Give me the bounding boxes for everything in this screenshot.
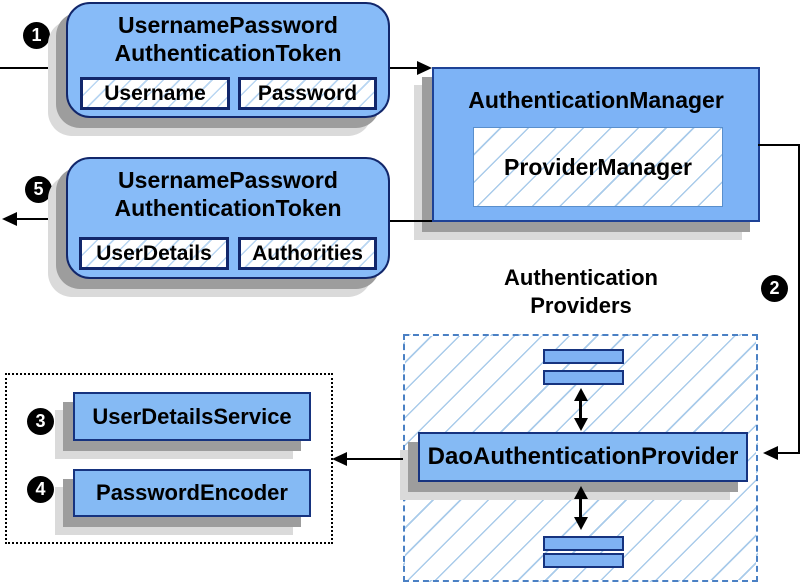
provider-stack-bottom-bar-1 (543, 536, 624, 551)
arrow-left-icon (763, 446, 778, 460)
double-arrow-top (579, 399, 582, 420)
token-request-title-line2: AuthenticationToken (114, 40, 342, 66)
step-4-label: 4 (35, 479, 46, 499)
provider-stack-bottom-bar-2 (543, 553, 624, 568)
authentication-providers-label-line1: Authentication (504, 265, 658, 290)
connector-into-providers (778, 452, 800, 454)
arrow-down-icon (574, 418, 588, 431)
provider-stack-top-bar-1 (543, 349, 624, 364)
username-field-label: Username (104, 81, 206, 105)
arrow-up-icon (574, 388, 588, 401)
connector-response-out (16, 218, 57, 220)
username-field-box: Username (80, 77, 230, 110)
token-response-title-line2: AuthenticationToken (114, 195, 342, 221)
user-details-field-box: UserDetails (79, 237, 229, 270)
user-details-service-label: UserDetailsService (92, 403, 292, 429)
token-response-title-line1: UsernamePassword (118, 167, 338, 193)
connector-manager-out (758, 144, 800, 146)
token-request-title-line1: UsernamePassword (118, 12, 338, 38)
connector-request-in (0, 67, 57, 69)
provider-manager-label: ProviderManager (504, 153, 692, 180)
step-5-label: 5 (33, 179, 44, 199)
authorities-field-label: Authorities (252, 241, 363, 265)
authentication-manager-box: AuthenticationManager ProviderManager (432, 67, 760, 222)
authentication-manager-title: AuthenticationManager (468, 87, 724, 113)
authentication-providers-label: Authentication Providers (451, 264, 711, 320)
step-1-badge: 1 (23, 22, 50, 49)
password-field-box: Password (238, 77, 377, 110)
user-details-service-box: UserDetailsService (73, 392, 311, 441)
username-password-token-request-box: UsernamePassword AuthenticationToken Use… (66, 2, 390, 118)
token-response-title: UsernamePassword AuthenticationToken (68, 159, 388, 222)
password-encoder-label: PasswordEncoder (96, 480, 288, 505)
double-arrow-bottom (579, 497, 582, 518)
dao-authentication-provider-box: DaoAuthenticationProvider (418, 432, 748, 482)
arrow-down-icon (574, 517, 588, 530)
provider-manager-box: ProviderManager (473, 127, 723, 207)
arrow-left-icon (332, 452, 347, 466)
authentication-providers-label-line2: Providers (530, 293, 632, 318)
connector-manager-down (798, 144, 800, 454)
user-details-field-label: UserDetails (96, 241, 212, 265)
username-password-token-response-box: UsernamePassword AuthenticationToken Use… (66, 157, 390, 279)
arrow-left-icon (2, 212, 17, 226)
connector-token-to-manager (390, 67, 418, 69)
dao-authentication-provider-label: DaoAuthenticationProvider (427, 443, 739, 470)
arrow-right-icon (417, 61, 432, 75)
token-request-title: UsernamePassword AuthenticationToken (68, 4, 388, 67)
step-4-badge: 4 (27, 476, 54, 503)
authorities-field-box: Authorities (238, 237, 377, 270)
password-encoder-box: PasswordEncoder (73, 469, 311, 517)
connector-dao-to-services (346, 458, 403, 460)
arrow-up-icon (574, 486, 588, 499)
provider-stack-top-bar-2 (543, 370, 624, 385)
step-1-label: 1 (31, 25, 42, 45)
connector-manager-to-response-token (388, 220, 432, 222)
step-5-badge: 5 (25, 176, 52, 203)
step-2-label: 2 (769, 278, 780, 298)
password-field-label: Password (257, 81, 358, 105)
step-2-badge: 2 (761, 275, 788, 302)
step-3-badge: 3 (27, 408, 54, 435)
step-3-label: 3 (35, 411, 46, 431)
